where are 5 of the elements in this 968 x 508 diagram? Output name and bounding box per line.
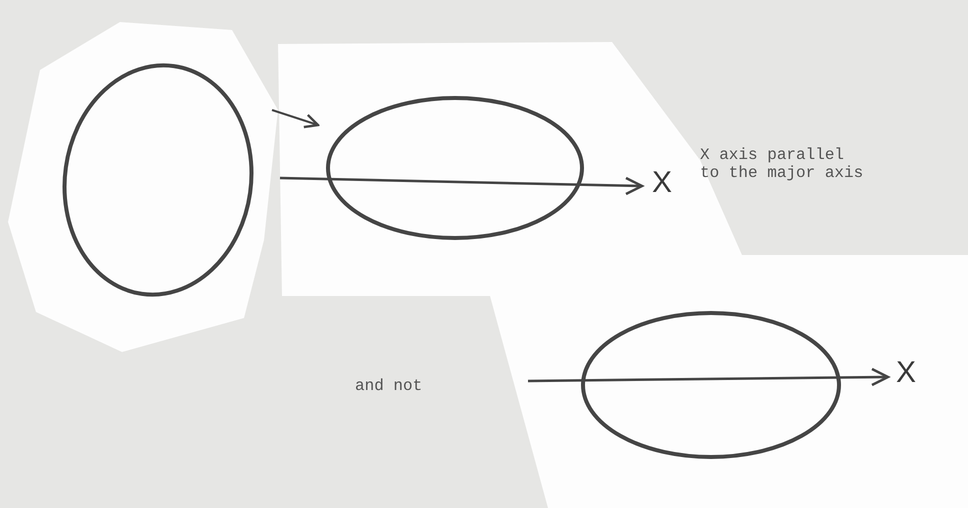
- axis-letter: X: [896, 356, 916, 390]
- note-text: X axis parallel to the major axis: [700, 146, 864, 183]
- arrow: [272, 109, 320, 128]
- axis-letter: X: [652, 166, 672, 200]
- note-text: and not: [355, 377, 422, 396]
